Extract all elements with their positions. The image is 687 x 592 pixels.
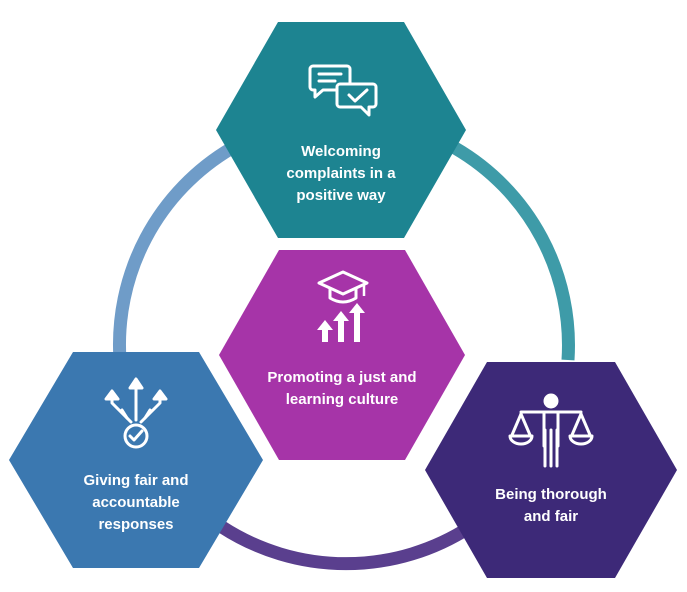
label-left-line-3: responses bbox=[98, 516, 174, 533]
connecting-ring bbox=[113, 142, 575, 571]
hexagon-right bbox=[425, 362, 677, 578]
label-left: Giving fair and accountable responses bbox=[56, 470, 216, 536]
ring-arc-left bbox=[113, 142, 236, 361]
label-right-line-2: and fair bbox=[523, 508, 579, 525]
label-center: Promoting a just and learning culture bbox=[252, 367, 432, 411]
person-scales-icon bbox=[508, 393, 594, 468]
label-top-line-3: positive way bbox=[296, 187, 386, 204]
label-right: Being thorough and fair bbox=[471, 484, 631, 528]
label-left-line-1: Giving fair and bbox=[83, 472, 189, 489]
label-top-line-2: complaints in a bbox=[286, 165, 396, 182]
graduation-cap-growth-icon bbox=[317, 270, 369, 342]
branching-arrows-check-icon bbox=[104, 377, 168, 449]
label-top-line-1: Welcoming bbox=[301, 143, 381, 160]
chat-bubbles-check-icon bbox=[308, 64, 378, 117]
ring-arc-bottom bbox=[218, 521, 474, 571]
hexagon-top bbox=[216, 22, 466, 238]
label-center-line-2: learning culture bbox=[285, 391, 399, 408]
label-left-line-2: accountable bbox=[92, 494, 180, 511]
hexagon-center bbox=[219, 250, 465, 460]
label-right-line-1: Being thorough bbox=[495, 486, 607, 503]
label-center-line-1: Promoting a just and bbox=[267, 369, 417, 386]
label-top: Welcoming complaints in a positive way bbox=[266, 141, 416, 207]
hexagon-left bbox=[9, 352, 263, 568]
ring-arc-right bbox=[451, 142, 575, 361]
